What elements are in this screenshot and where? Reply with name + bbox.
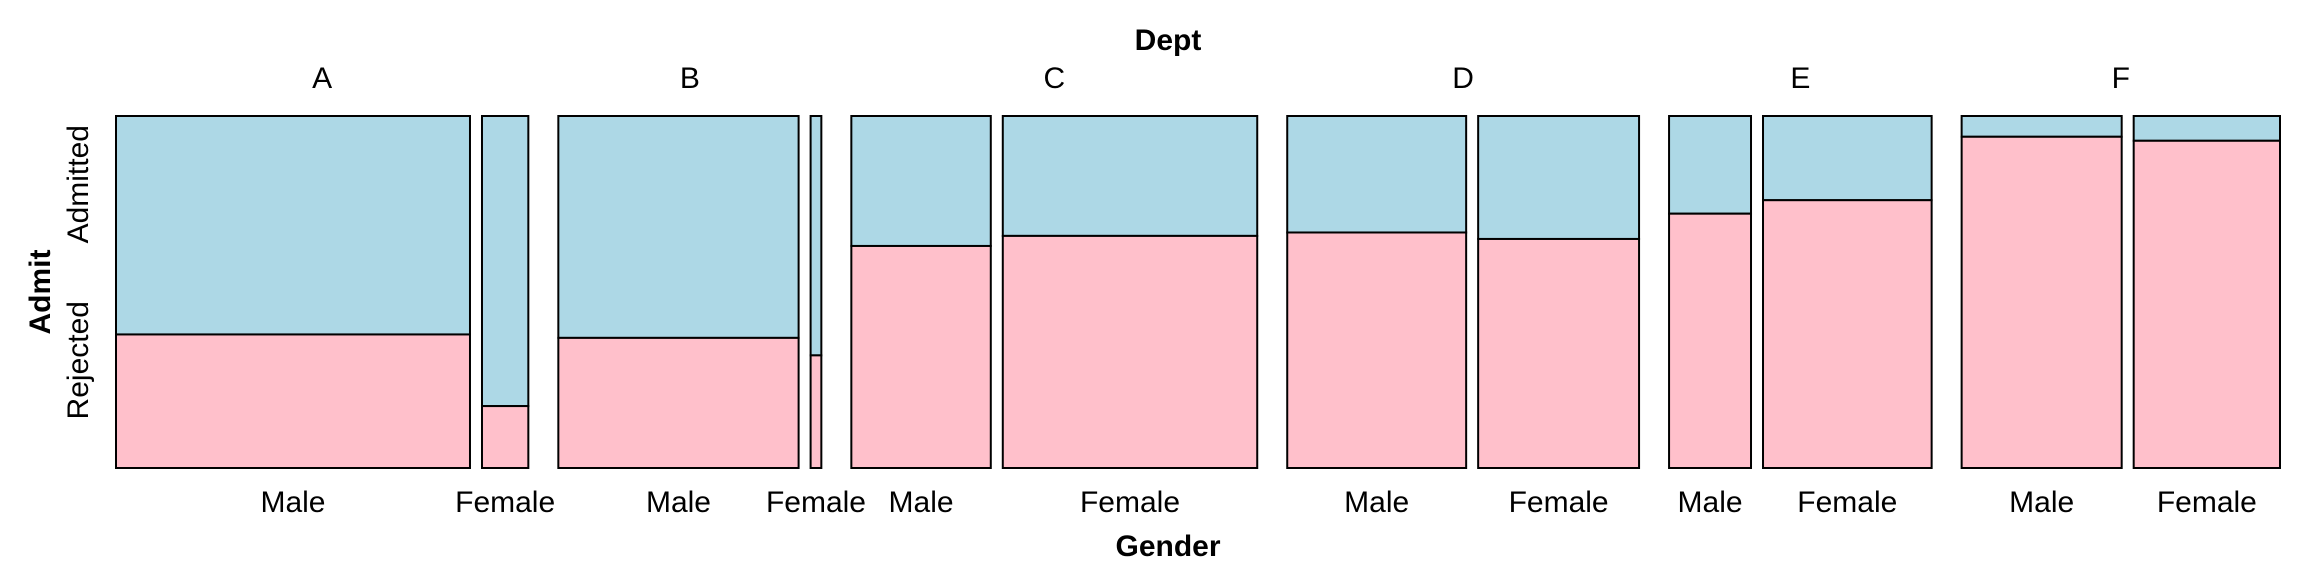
gender-label-e-male: Male: [1678, 486, 1743, 519]
gender-label-c-female: Female: [1080, 486, 1180, 519]
gender-label-d-male: Male: [1344, 486, 1409, 519]
dept-label-e: E: [1790, 62, 1810, 95]
chart-title: Dept: [1135, 24, 1202, 57]
admit-labels: Rejected Admitted: [62, 125, 95, 419]
gender-label-b-female: Female: [766, 486, 866, 519]
tile-e-female-rejected: [1762, 199, 1933, 469]
gender-label-d-female: Female: [1509, 486, 1609, 519]
tile-b-male-admitted: [557, 115, 800, 339]
tile-e-female-admitted: [1762, 115, 1933, 202]
tile-c-male-admitted: [850, 115, 992, 247]
gender-labels: Male Female Male Female Male Female Male Female…: [260, 486, 2256, 519]
dept-labels: A B C D E F: [312, 62, 2130, 95]
gender-label-b-male: Male: [646, 486, 711, 519]
tile-b-female-admitted: [809, 115, 823, 357]
gender-label-e-female: Female: [1797, 486, 1897, 519]
gender-label-a-male: Male: [260, 486, 325, 519]
tile-d-female-rejected: [1477, 237, 1641, 469]
admit-label-rejected: Rejected: [62, 301, 95, 419]
x-axis-title: Gender: [1115, 530, 1220, 563]
tile-a-male-rejected: [115, 333, 471, 469]
tile-b-male-rejected: [557, 336, 800, 469]
tile-c-female-admitted: [1001, 115, 1259, 237]
tile-a-male-admitted: [115, 115, 471, 336]
y-axis-title: Admit: [24, 250, 57, 335]
tile-d-male-rejected: [1286, 231, 1468, 469]
gender-label-c-male: Male: [889, 486, 954, 519]
tile-d-female-admitted: [1477, 115, 1641, 240]
tile-d-male-admitted: [1286, 115, 1468, 234]
tile-b-female-rejected: [809, 354, 823, 469]
dept-label-b: B: [680, 62, 700, 95]
admit-label-admitted: Admitted: [62, 125, 95, 243]
dept-label-a: A: [312, 62, 332, 95]
tile-e-male-admitted: [1668, 115, 1753, 215]
gender-label-f-female: Female: [2157, 486, 2257, 519]
dept-label-f: F: [2112, 62, 2130, 95]
tile-c-male-rejected: [850, 244, 992, 469]
tile-c-female-rejected: [1001, 234, 1259, 469]
dept-label-c: C: [1043, 62, 1065, 95]
tile-e-male-rejected: [1668, 212, 1753, 469]
gender-label-a-female: Female: [455, 486, 555, 519]
gender-label-f-male: Male: [2009, 486, 2074, 519]
dept-label-d: D: [1452, 62, 1474, 95]
mosaic-tiles: [115, 115, 2281, 470]
tile-f-female-rejected: [2132, 139, 2281, 469]
tile-f-male-rejected: [1960, 135, 2123, 470]
tile-a-female-admitted: [480, 115, 530, 408]
tile-f-female-admitted: [2132, 115, 2281, 142]
tile-a-female-rejected: [480, 405, 530, 469]
tile-f-male-admitted: [1960, 115, 2123, 138]
